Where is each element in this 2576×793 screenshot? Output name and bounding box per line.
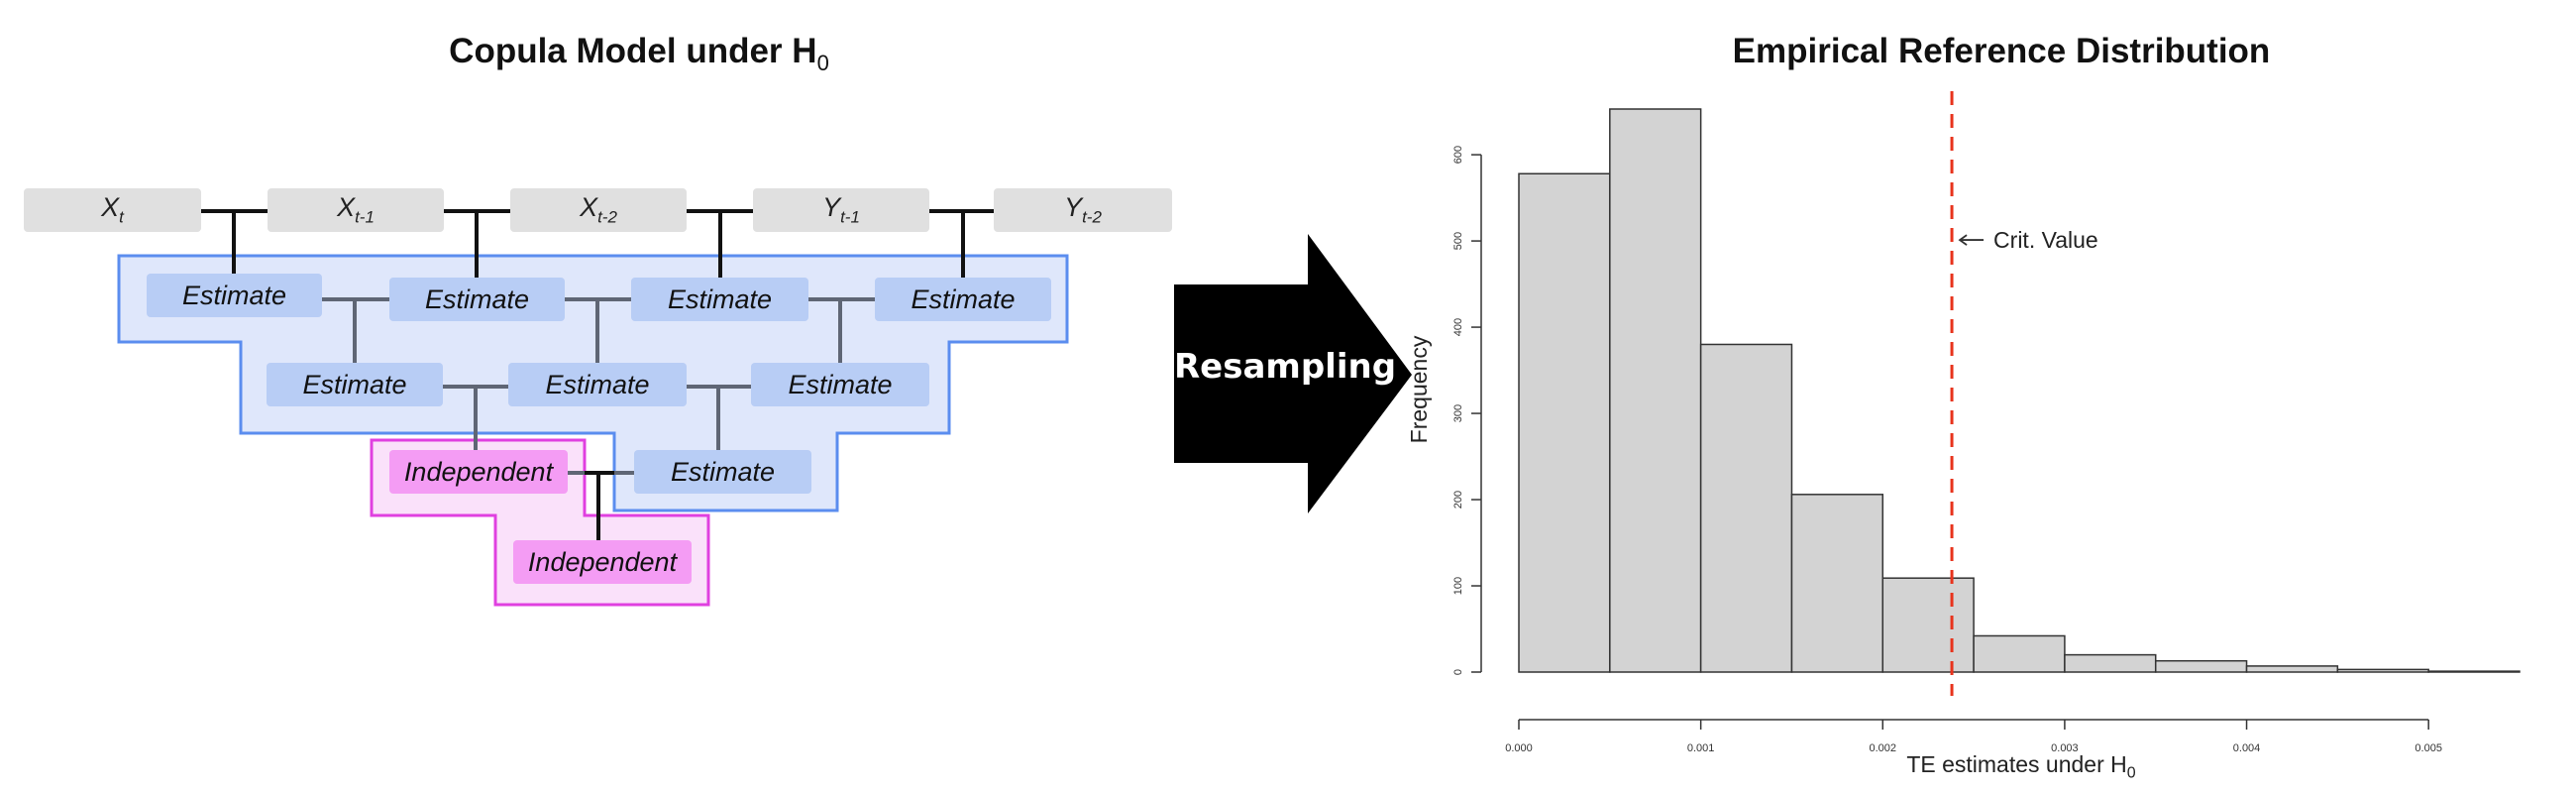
y-tick-label: 600 xyxy=(1452,146,1464,164)
x-tick-label: 0.003 xyxy=(2051,742,2079,754)
histogram-bar xyxy=(1518,172,1611,673)
variable-y-t-2: Yt-2 xyxy=(994,188,1172,232)
variable-y-t-1: Yt-1 xyxy=(753,188,929,232)
tree1-estimate-2: Estimate xyxy=(389,278,565,321)
variable-x-t-1: Xt-1 xyxy=(268,188,444,232)
histogram-bar xyxy=(1973,634,2066,673)
histogram-bar xyxy=(2245,665,2339,673)
histogram-bar xyxy=(2427,670,2521,673)
histogram-bar xyxy=(2154,659,2248,673)
y-tick-label: 100 xyxy=(1452,577,1464,595)
right-title: Empirical Reference Distribution xyxy=(1732,32,2271,70)
tree-connectors xyxy=(322,297,875,475)
tree2-estimate-2: Estimate xyxy=(508,363,687,406)
histogram-bar xyxy=(1881,577,1975,673)
x-tick-label: 0.005 xyxy=(2415,742,2442,754)
left-title: Copula Model under H0 xyxy=(449,32,829,75)
y-tick-label: 500 xyxy=(1452,232,1464,250)
y-tick-label: 200 xyxy=(1452,491,1464,509)
tree1-estimate-3: Estimate xyxy=(631,278,808,321)
y-tick-label: 300 xyxy=(1452,404,1464,422)
tree1-estimate-4: Estimate xyxy=(875,278,1051,321)
histogram-bar xyxy=(2064,653,2157,673)
variable-x-t: Xt xyxy=(24,188,201,232)
tree1-estimate-1: Estimate xyxy=(147,274,322,317)
y-tick-label: 400 xyxy=(1452,318,1464,336)
x-tick-label: 0.001 xyxy=(1687,742,1715,754)
annotation-arrowhead xyxy=(1958,234,1968,246)
tree3-independent: Independent xyxy=(389,450,568,494)
tree4-independent: Independent xyxy=(513,540,692,584)
x-axis-title: TE estimates under H0 xyxy=(1906,751,2136,782)
histogram-bar xyxy=(1699,343,1793,673)
y-axis-title: Frequency xyxy=(1406,335,1432,443)
x-tick-label: 0.004 xyxy=(2233,742,2261,754)
tree3-estimate: Estimate xyxy=(634,450,811,494)
resampling-label: Resampling xyxy=(1174,347,1397,387)
x-tick-label: 0.000 xyxy=(1505,742,1533,754)
histogram-bar xyxy=(2336,668,2429,673)
y-tick-label: 0 xyxy=(1452,669,1464,675)
x-tick-label: 0.002 xyxy=(1870,742,1897,754)
tree2-estimate-1: Estimate xyxy=(267,363,443,406)
histogram-bar xyxy=(1609,108,1702,673)
variable-x-t-2: Xt-2 xyxy=(510,188,687,232)
tree2-estimate-3: Estimate xyxy=(751,363,929,406)
critical-value-annotation: Crit. Value xyxy=(1993,227,2098,253)
histogram-bar xyxy=(1790,494,1884,673)
level0-connectors xyxy=(201,209,994,278)
